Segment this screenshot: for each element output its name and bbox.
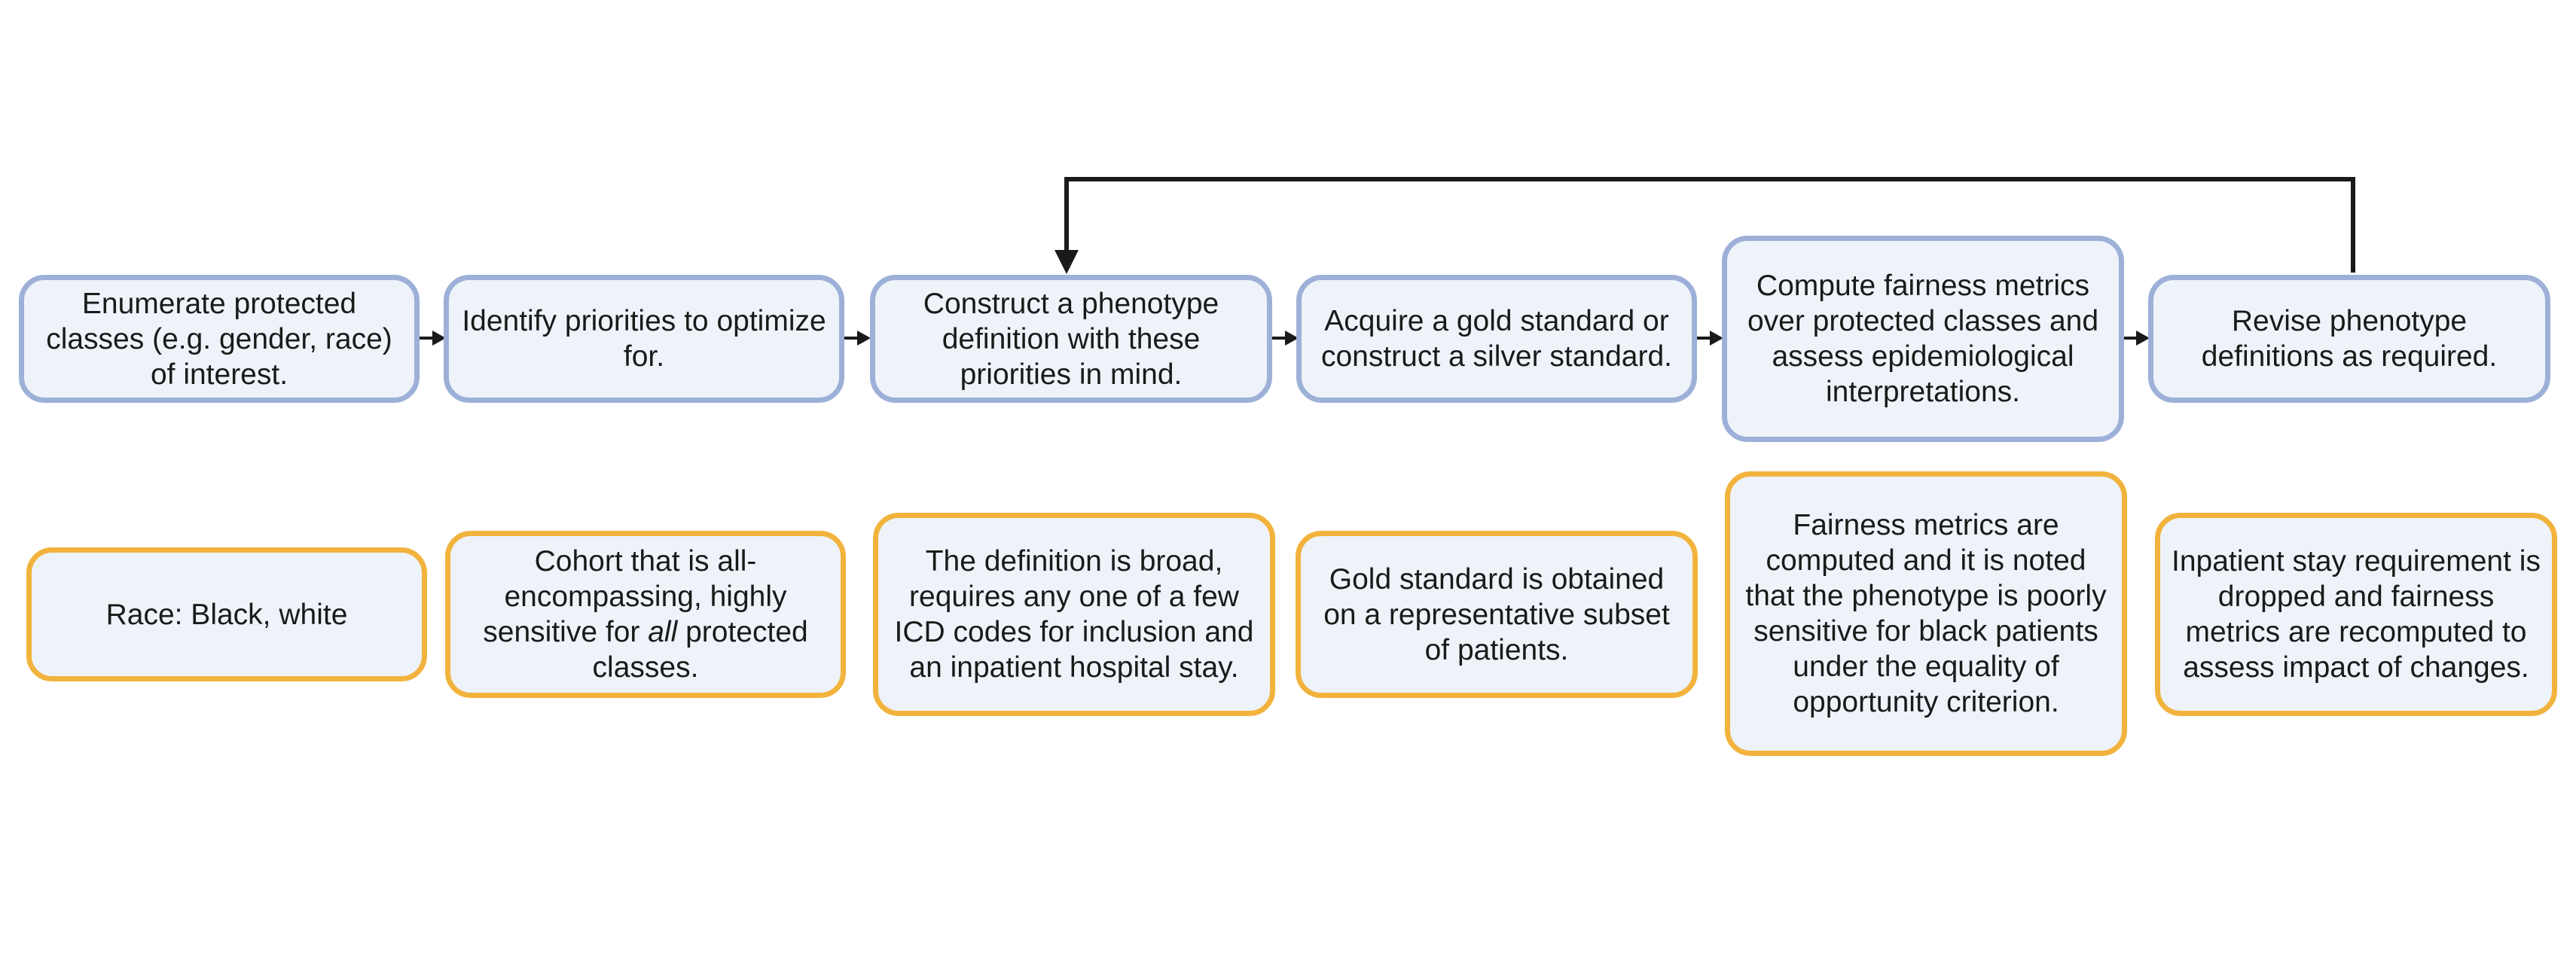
arrowhead-step4-to-step5 — [1710, 331, 1723, 346]
step-box-compute-fairness: Compute fairness metrics over protected … — [1722, 236, 2124, 442]
step-box-acquire-standard: Acquire a gold standard or construct a s… — [1296, 275, 1697, 403]
example-box-cohort: Cohort that is all-encompassing, highly … — [445, 531, 846, 698]
step-text: Enumerate protected classes (e.g. gender… — [46, 287, 392, 391]
arrowhead-step2-to-step3 — [857, 331, 871, 346]
arrowhead-step1-to-step2 — [432, 331, 446, 346]
example-text: Cohort that is all-encompassing, highly … — [461, 544, 830, 685]
example-text: The definition is broad, requires any on… — [894, 545, 1254, 684]
example-text-after: protected classes. — [592, 616, 808, 684]
example-text: Gold standard is obtained on a represent… — [1323, 562, 1670, 666]
arrowhead-step3-to-step4 — [1285, 331, 1299, 346]
step-text: Identify priorities to optimize for. — [462, 305, 826, 373]
example-text-before: Cohort that is all-encompassing, highly … — [483, 545, 787, 648]
step-text: Acquire a gold standard or construct a s… — [1320, 305, 1673, 373]
feedback-loop-line — [1064, 177, 2355, 273]
step-box-enumerate-classes: Enumerate protected classes (e.g. gender… — [19, 275, 420, 403]
step-text: Revise phenotype definitions as required… — [2201, 305, 2498, 373]
example-box-broad-definition: The definition is broad, requires any on… — [873, 513, 1275, 716]
example-box-gold-standard: Gold standard is obtained on a represent… — [1296, 531, 1698, 698]
example-box-revision-result: Inpatient stay requirement is dropped an… — [2155, 513, 2557, 716]
step-box-identify-priorities: Identify priorities to optimize for. — [444, 275, 844, 403]
example-text: Fairness metrics are computed and it is … — [1745, 509, 2107, 718]
step-text: Compute fairness metrics over protected … — [1747, 270, 2099, 408]
step-box-revise-definitions: Revise phenotype definitions as required… — [2148, 275, 2550, 403]
arrowhead-step5-to-step6 — [2136, 331, 2150, 346]
example-text-emphasis: all — [648, 616, 678, 648]
example-box-race: Race: Black, white — [26, 547, 427, 681]
feedback-loop-arrowhead — [1055, 250, 1079, 274]
step-box-construct-definition: Construct a phenotype definition with th… — [870, 275, 1272, 403]
example-box-fairness-results: Fairness metrics are computed and it is … — [1725, 471, 2127, 756]
example-text: Race: Black, white — [105, 598, 348, 631]
step-text: Construct a phenotype definition with th… — [923, 287, 1219, 391]
example-text: Inpatient stay requirement is dropped an… — [2172, 545, 2541, 684]
